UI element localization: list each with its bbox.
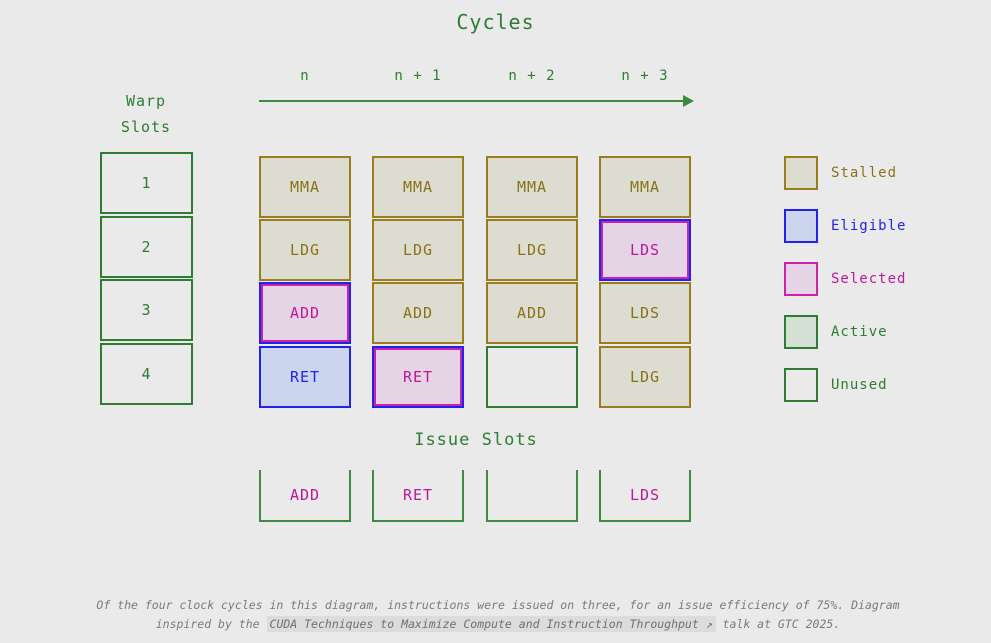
warp-slot-box-2: 2 <box>100 216 193 278</box>
legend-swatch-selected-icon <box>784 262 818 296</box>
cycle-label-3: n + 3 <box>621 68 669 84</box>
grid-cell-label: LDG <box>289 241 321 259</box>
grid-cell-label: LDG <box>629 368 661 386</box>
legend-label-selected: Selected <box>831 271 907 287</box>
grid-cell-c3-r0: MMA <box>599 156 691 218</box>
grid-cell-label: ADD <box>402 304 434 322</box>
issue-slot-label: LDS <box>629 486 661 504</box>
legend-label-eligible: Eligible <box>831 218 907 234</box>
issue-slot-2 <box>486 470 578 522</box>
grid-cell-c1-r2: ADD <box>372 282 464 344</box>
grid-cell-label: ADD <box>516 304 548 322</box>
axis-line <box>259 100 683 102</box>
legend-label-active: Active <box>831 324 888 340</box>
legend-label-stalled: Stalled <box>831 165 898 181</box>
warp-slots-heading-line1: Warp <box>125 92 167 110</box>
warp-slot-label: 2 <box>141 238 152 256</box>
warp-slot-box-3: 3 <box>100 279 193 341</box>
grid-cell-label: LDG <box>516 241 548 259</box>
grid-cell-c1-r0: MMA <box>372 156 464 218</box>
issue-slots-heading: Issue Slots <box>414 430 538 450</box>
footer-text-after: talk at GTC 2025. <box>715 617 841 631</box>
legend-label-unused: Unused <box>831 377 888 393</box>
page-title: Cycles <box>456 10 535 34</box>
grid-cell-c0-r2: ADD <box>259 282 351 344</box>
warp-slots-heading: Warp Slots <box>86 88 206 140</box>
grid-cell-c1-r1: LDG <box>372 219 464 281</box>
grid-cell-label: LDS <box>629 241 661 259</box>
warp-slot-box-4: 4 <box>100 343 193 405</box>
issue-slot-label: RET <box>402 486 434 504</box>
warp-slot-label: 3 <box>141 301 152 319</box>
grid-cell-c2-r3 <box>486 346 578 408</box>
grid-cell-c2-r1: LDG <box>486 219 578 281</box>
grid-cell-c2-r2: ADD <box>486 282 578 344</box>
arrow-right-icon <box>683 95 694 107</box>
grid-cell-c3-r1: LDS <box>599 219 691 281</box>
grid-cell-label: RET <box>402 368 434 386</box>
issue-slot-0: ADD <box>259 470 351 522</box>
grid-cell-c2-r0: MMA <box>486 156 578 218</box>
cycle-label-1: n + 1 <box>394 68 442 84</box>
cycle-label-0: n <box>300 68 310 84</box>
warp-slot-label: 4 <box>141 365 152 383</box>
grid-cell-c0-r0: MMA <box>259 156 351 218</box>
grid-cell-label: MMA <box>516 178 548 196</box>
grid-cell-c3-r3: LDG <box>599 346 691 408</box>
grid-cell-label: MMA <box>629 178 661 196</box>
grid-cell-label: LDG <box>402 241 434 259</box>
footer-text-before: Of the four clock cycles in this diagram… <box>96 598 900 631</box>
grid-cell-label: LDS <box>629 304 661 322</box>
grid-cell-label: ADD <box>289 304 321 322</box>
cycle-axis: n n + 1 n + 2 n + 3 <box>259 68 694 110</box>
footer-caption: Of the four clock cycles in this diagram… <box>88 596 908 634</box>
grid-cell-c0-r1: LDG <box>259 219 351 281</box>
issue-slot-1: RET <box>372 470 464 522</box>
grid-cell-label: MMA <box>402 178 434 196</box>
issue-slot-3: LDS <box>599 470 691 522</box>
grid-cell-label: MMA <box>289 178 321 196</box>
grid-cell-c3-r2: LDS <box>599 282 691 344</box>
warp-slot-box-1: 1 <box>100 152 193 214</box>
issue-slot-label: ADD <box>289 486 321 504</box>
legend-swatch-stalled-icon <box>784 156 818 190</box>
legend-swatch-unused-icon <box>784 368 818 402</box>
legend-swatch-eligible-icon <box>784 209 818 243</box>
warp-slots-heading-line2: Slots <box>120 118 172 136</box>
gtc-talk-link[interactable]: CUDA Techniques to Maximize Compute and … <box>266 616 716 632</box>
grid-cell-c1-r3: RET <box>372 346 464 408</box>
grid-cell-c0-r3: RET <box>259 346 351 408</box>
legend-swatch-active-icon <box>784 315 818 349</box>
grid-cell-label: RET <box>289 368 321 386</box>
warp-slot-label: 1 <box>141 174 152 192</box>
cycle-label-2: n + 2 <box>508 68 556 84</box>
